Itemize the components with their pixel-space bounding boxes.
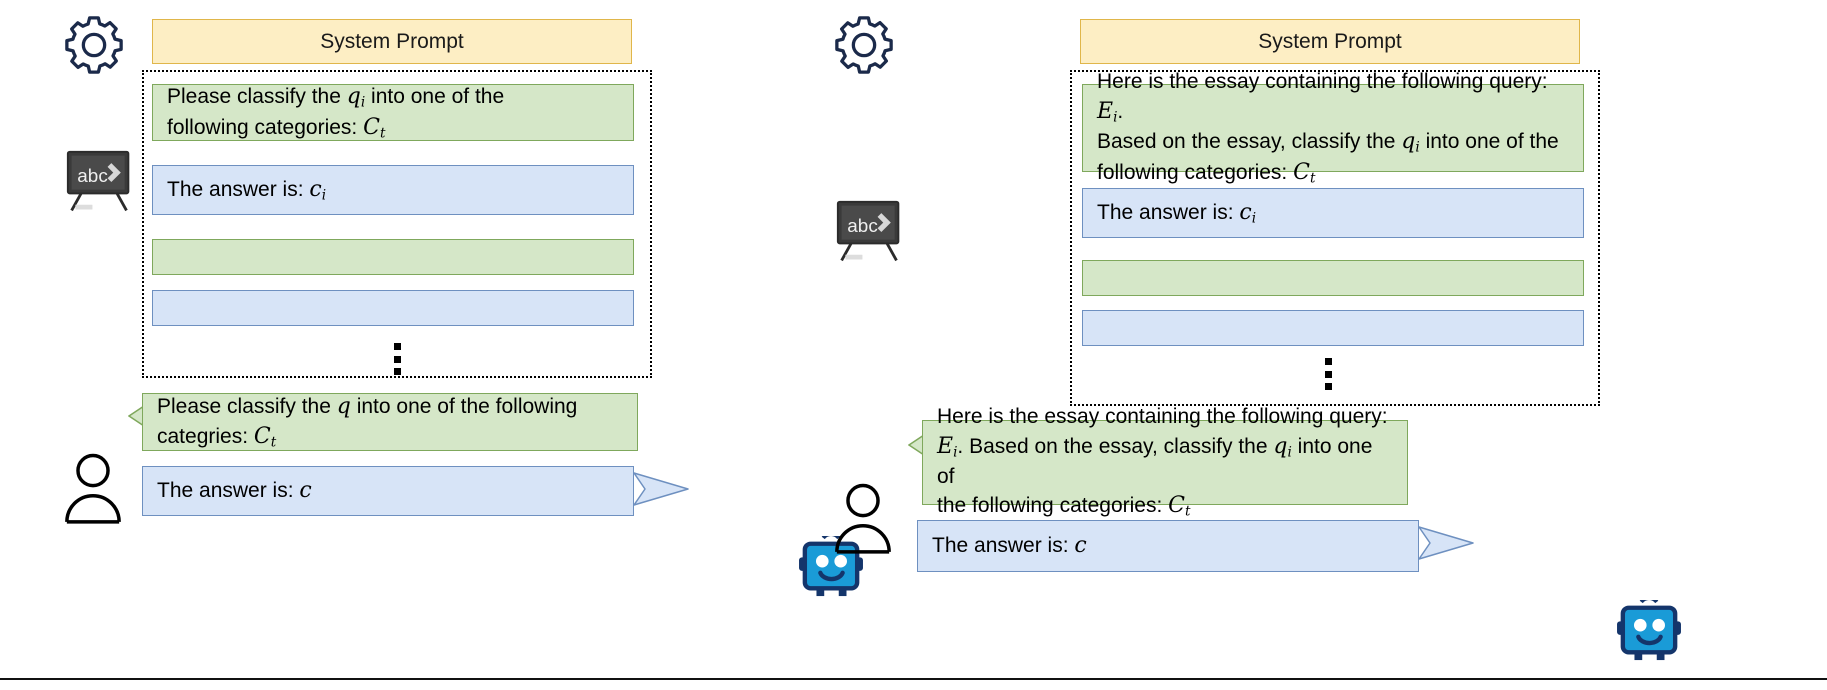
svg-text:abc: abc (77, 166, 107, 187)
demo-blue-box: The answer is: ci (1082, 188, 1584, 238)
demo-blue-box: The answer is: ci (152, 165, 634, 215)
demo-blue-text: The answer is: ci (167, 176, 327, 204)
vertical-ellipsis-icon (1324, 358, 1332, 390)
svg-text:abc: abc (847, 216, 877, 237)
demo-blue-text: The answer is: ci (1097, 199, 1257, 227)
gear-icon (833, 14, 895, 76)
system-prompt-label: System Prompt (320, 29, 464, 53)
vertical-ellipsis-icon (393, 343, 401, 375)
assistant-turn-text: The answer is: c (932, 532, 1087, 558)
panel-without-essay: abc System Prompt (0, 0, 910, 690)
assistant-turn-text: The answer is: c (157, 477, 312, 503)
bottom-divider (0, 678, 1827, 680)
system-prompt-label: System Prompt (1258, 29, 1402, 53)
demo-green-box-empty (1082, 260, 1584, 296)
blackboard-abc-icon: abc (832, 198, 908, 268)
assistant-turn-bubble: The answer is: c (142, 466, 689, 516)
demo-green-box: Here is the essay containing the followi… (1082, 70, 1584, 186)
system-prompt-header: System Prompt (152, 19, 632, 64)
demo-green-text: Here is the essay containing the followi… (1097, 69, 1559, 187)
gear-icon (63, 14, 125, 76)
user-person-icon (62, 452, 124, 524)
demo-green-box-empty (152, 239, 634, 275)
user-turn-bubble: Please classify the q into one of the fo… (128, 393, 638, 451)
user-turn-bubble: Here is the essay containing the followi… (908, 405, 1408, 520)
panel-with-essay: abc System Prompt (835, 0, 1827, 690)
user-turn-text: Here is the essay containing the followi… (937, 405, 1388, 520)
demo-blue-box-empty (152, 290, 634, 326)
robot-icon (1615, 600, 1683, 662)
blackboard-abc-icon: abc (62, 148, 138, 218)
user-person-icon (832, 482, 894, 554)
demo-blue-box-empty (1082, 310, 1584, 346)
system-prompt-header: System Prompt (1080, 19, 1580, 64)
assistant-turn-bubble: The answer is: c (917, 520, 1474, 572)
user-turn-text: Please classify the q into one of the fo… (157, 393, 578, 451)
robot-icon (797, 536, 865, 598)
